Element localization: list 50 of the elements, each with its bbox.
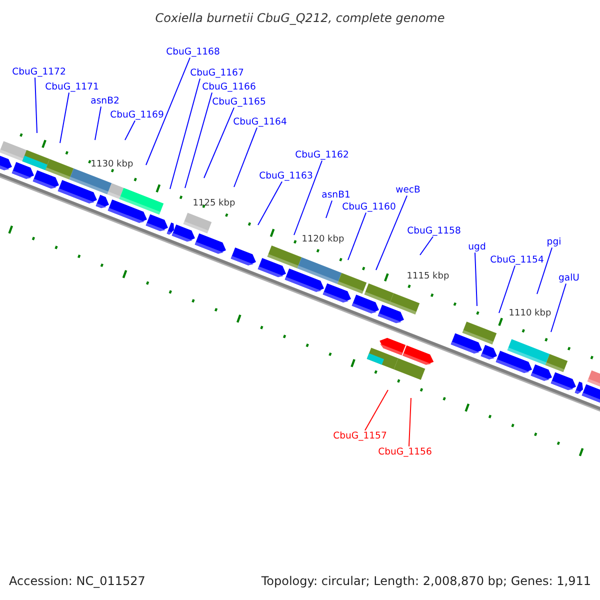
gene-label: asnB1: [322, 190, 350, 200]
position-label: 1130 kbp: [90, 160, 134, 170]
leader-line: [146, 57, 190, 166]
gene-label: CbuG_1166: [202, 82, 256, 92]
gene-label: CbuG_1157: [333, 431, 387, 441]
leader-line: [408, 398, 412, 447]
gene-label: CbuG_1160: [342, 202, 396, 212]
leader-line: [326, 200, 332, 218]
leader-line: [204, 107, 234, 178]
position-label: 1125 kbp: [192, 200, 236, 208]
gene-label: CbuG_1168: [166, 47, 220, 57]
gene-label: ugd: [468, 242, 486, 252]
leader-line: [348, 212, 366, 260]
leader-line: [498, 265, 516, 314]
gene-label: pgi: [546, 237, 562, 247]
leader-line: [376, 195, 408, 270]
leader-line: [550, 283, 566, 332]
leader-line: [364, 390, 388, 431]
gene-label: asnB2: [90, 96, 120, 106]
leader-line: [60, 92, 70, 144]
leader-line: [34, 77, 38, 134]
gene-label: CbuG_1164: [233, 117, 287, 127]
gene-label: CbuG_1171: [45, 82, 99, 92]
leader-line: [420, 236, 434, 256]
gene-label: CbuG_1158: [407, 226, 461, 236]
position-label: 1110 kbp: [508, 310, 552, 318]
gene-label: CbuG_1167: [190, 68, 244, 78]
accession-label: Accession: NC_011527: [9, 575, 146, 587]
leader-line: [536, 247, 552, 294]
gene-label: CbuG_1172: [12, 67, 66, 77]
position-label: 1120 kbp: [302, 236, 344, 244]
gene-label: CbuG_1162: [295, 150, 349, 160]
gene-label: CbuG_1169: [110, 110, 164, 120]
gene-label: wecB: [396, 185, 420, 195]
leader-line: [258, 181, 282, 226]
leader-line: [94, 106, 102, 140]
gene-label: CbuG_1163: [259, 171, 313, 181]
leader-line: [234, 127, 258, 188]
genome-summary: Topology: circular; Length: 2,008,870 bp; Genes: 1,911: [261, 575, 591, 587]
gene-label: CbuG_1154: [490, 255, 544, 265]
gene-label: CbuG_1165: [212, 97, 266, 107]
gene-label: CbuG_1156: [378, 447, 432, 457]
gene-label: galU: [558, 273, 580, 283]
leader-line: [294, 160, 322, 236]
leader-line: [124, 120, 136, 140]
leader-line: [184, 92, 212, 188]
leader-line: [170, 78, 200, 190]
title: Coxiella burnetii CbuG_Q212, complete genome: [155, 12, 445, 24]
leader-line: [474, 252, 478, 306]
position-label: 1115 kbp: [406, 272, 450, 282]
